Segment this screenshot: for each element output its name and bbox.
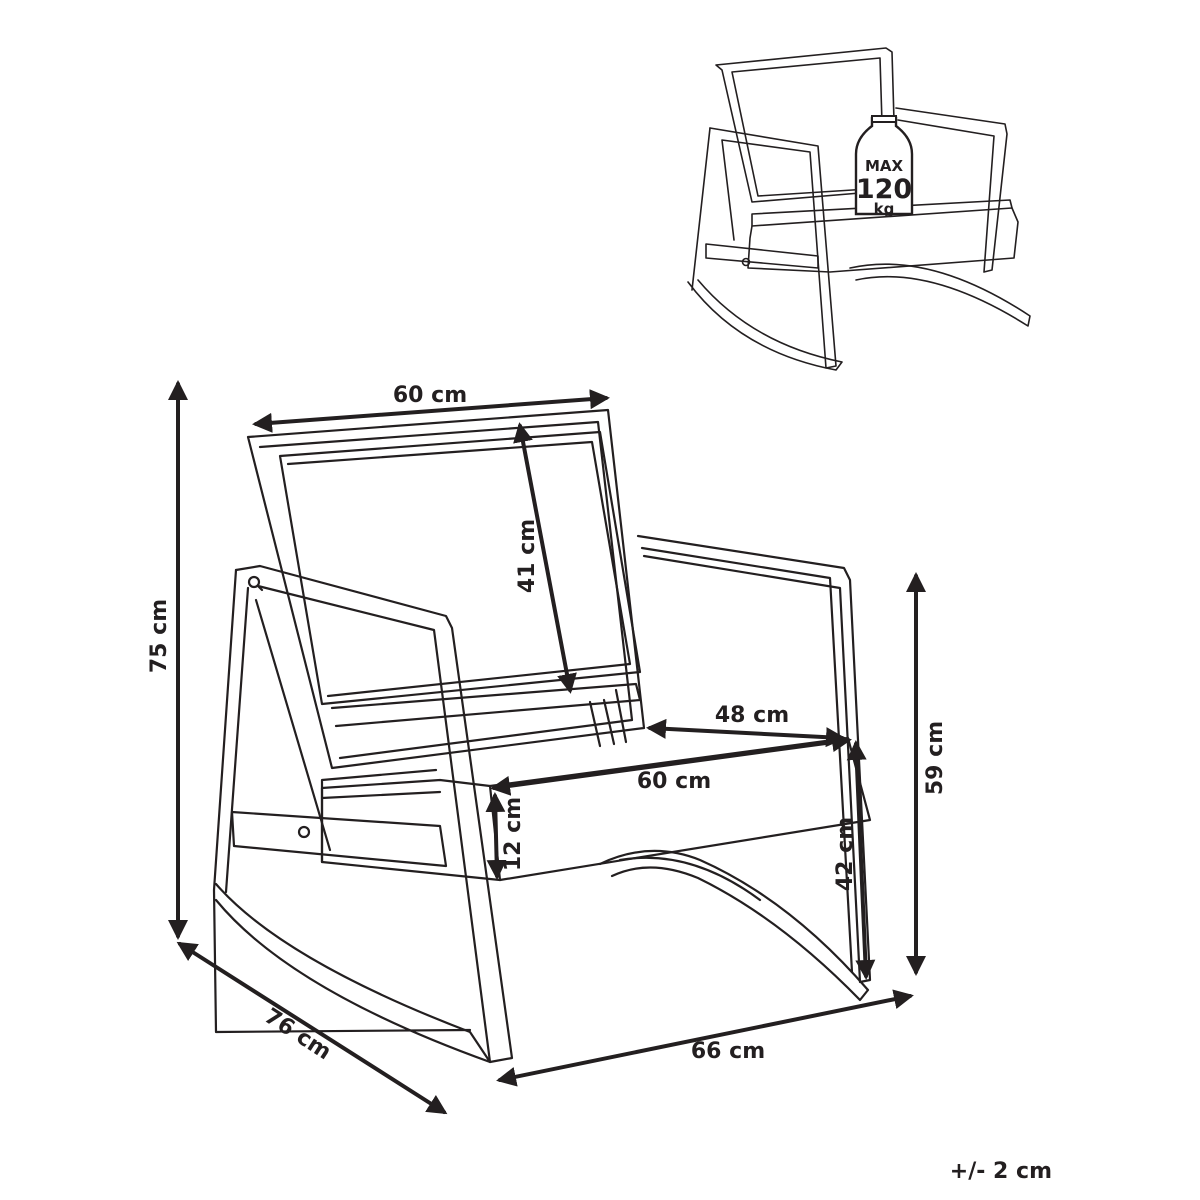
label-seat-height: 42 cm bbox=[833, 817, 858, 891]
dim-line-back-height bbox=[513, 422, 577, 694]
max-weight-badge: MAX 120 kg bbox=[854, 115, 914, 218]
dim-line-seat-thickness bbox=[485, 792, 507, 880]
dim-line-back-width bbox=[252, 389, 610, 433]
reference-chair-thumbnail: MAX 120 kg bbox=[687, 47, 1031, 371]
dim-line-seat-height bbox=[846, 740, 876, 980]
label-total-width: 66 cm bbox=[691, 1039, 765, 1064]
dim-line-seat-width bbox=[490, 732, 852, 796]
label-armrest-height: 59 cm bbox=[923, 721, 948, 795]
label-seat-depth: 48 cm bbox=[715, 703, 789, 728]
dim-line-total-width bbox=[496, 989, 914, 1087]
dim-line-seat-depth bbox=[646, 718, 846, 748]
badge-unit-label: kg bbox=[874, 200, 895, 218]
label-seat-width: 60 cm bbox=[637, 769, 711, 794]
badge-weight-value: 120 bbox=[856, 174, 912, 205]
tolerance-note: +/- 2 cm bbox=[950, 1159, 1052, 1184]
label-seat-thickness: 12 cm bbox=[501, 797, 526, 871]
dimension-lines bbox=[168, 380, 926, 1115]
dim-line-total-depth bbox=[176, 941, 448, 1115]
label-back-width: 60 cm bbox=[393, 383, 467, 408]
label-total-height: 75 cm bbox=[147, 599, 172, 673]
main-chair-drawing bbox=[212, 408, 872, 1064]
badge-max-label: MAX bbox=[865, 157, 904, 175]
label-back-height: 41 cm bbox=[515, 519, 540, 593]
